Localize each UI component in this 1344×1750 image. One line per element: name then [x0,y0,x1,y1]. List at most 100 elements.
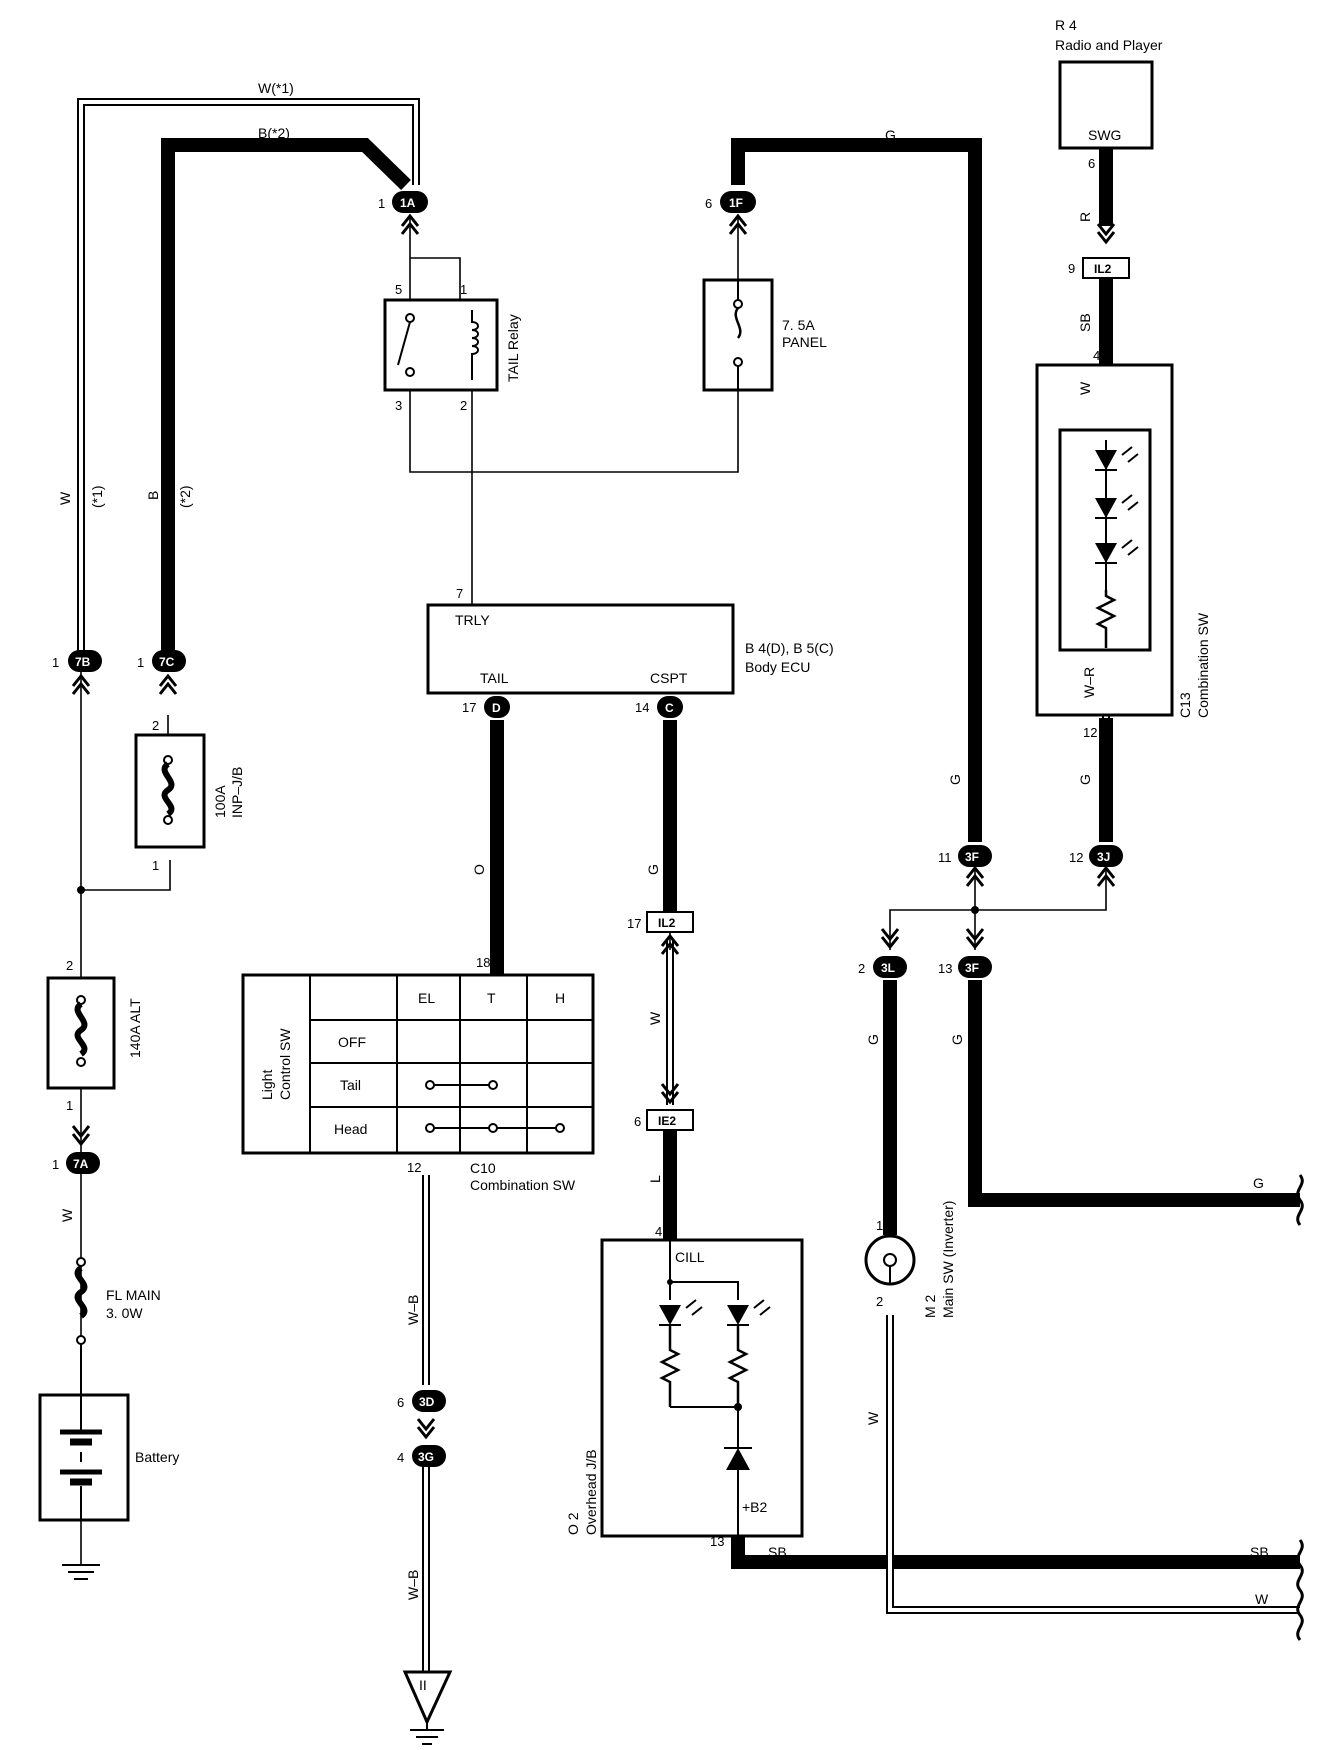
o2-cill: CILL [675,1249,705,1265]
fuse-icon [161,761,175,817]
wire-label-w-7a: W [59,1208,75,1222]
wire-label-g-csp: G [645,864,661,875]
body-ecu-cspt: CSPT [650,670,688,686]
body-ecu-trly: TRLY [455,612,490,628]
svg-text:1: 1 [52,655,59,670]
battery [38,1393,130,1522]
light-sw-label-1: Light [259,1070,275,1100]
overhead-jb: 4 CILL +B2 13 [600,1224,804,1549]
svg-text:1: 1 [152,858,159,873]
connector-7a: 7A 1 [52,1152,100,1174]
svg-text:6: 6 [397,1395,404,1410]
connector-3d: 3D 6 [397,1390,446,1412]
wire-label-wr-c13: W–R [1081,667,1097,698]
wire-label-w-il2: W [647,1011,663,1025]
svg-text:12: 12 [1083,725,1097,740]
switch-col-h: H [555,990,565,1006]
connector-1a: 1A 1 [378,191,428,236]
wire-label-w-right: W [1255,1591,1269,1607]
wire-label-sb-right: SB [1250,1544,1269,1560]
svg-text:12: 12 [1069,850,1083,865]
svg-text:3L: 3L [881,961,895,975]
wire-label-g-c13: G [1077,774,1093,785]
thin-wires [80,215,1107,1565]
wire-label-w-m2: W [865,1411,881,1425]
connector-1f: 1F 6 [705,191,756,236]
wire-label-o: O [471,864,487,875]
panel-fuse [702,278,774,392]
connector-7c: 7C 1 [137,650,186,696]
alt-fuse: 2 1 [46,958,116,1113]
svg-text:3D: 3D [419,1395,435,1409]
r4-pin-label: SWG [1088,127,1121,143]
ground-ii: II [402,1670,453,1745]
svg-text:3J: 3J [1097,850,1110,864]
wire-label-g-right: G [1253,1175,1264,1191]
led-icon [659,1299,771,1326]
light-sw-label-2: Control SW [277,1028,293,1100]
diode-icon [726,1448,750,1470]
svg-text:2: 2 [152,718,159,733]
connector-ie2: IE2 6 [634,1109,694,1131]
connector-3l: 3L 2 [858,956,907,978]
resistor-icon [1095,590,1117,648]
c10-id: C10 [470,1160,496,1176]
fl-main-fusible-link [74,1257,88,1395]
switch-col-t: T [487,990,496,1006]
connector-il2-mid: IL2 17 [627,911,694,933]
wire-label-g-3l: G [865,1034,881,1045]
wire-g-3f-low [968,980,1300,1207]
connector-3j: 3J 12 [1069,845,1123,888]
panel-fuse-rating: 7. 5A [782,317,815,333]
svg-text:IL2: IL2 [1094,262,1112,276]
wire-label-g-3f: G [947,774,963,785]
wire-label-w-c13: W [1077,381,1093,395]
connector-c: C 14 [635,696,683,718]
wire-label-g-3f-low: G [949,1034,965,1045]
switch-row-off: OFF [338,1034,366,1050]
svg-text:1: 1 [52,1157,59,1172]
c13-id: C13 [1177,692,1193,718]
svg-text:14: 14 [635,700,649,715]
svg-text:4: 4 [1093,348,1100,363]
svg-text:1A: 1A [400,196,416,210]
body-ecu-id: B 4(D), B 5(C) [745,640,834,656]
wire-label-wb-lower: W–B [405,1570,421,1600]
switch-col-el: EL [418,990,435,1006]
svg-text:C: C [665,701,674,715]
svg-text:3G: 3G [418,1450,434,1464]
svg-text:12: 12 [407,1160,421,1175]
wire-b-star2 [161,138,411,655]
body-ecu-name: Body ECU [745,659,810,675]
svg-text:4: 4 [655,1224,662,1239]
tail-relay: 5 1 3 2 [383,282,499,413]
svg-text:IE2: IE2 [658,1114,676,1128]
svg-text:1: 1 [378,196,385,211]
panel-fuse-name: PANEL [782,334,827,350]
svg-text:5: 5 [395,282,402,297]
battery-label: Battery [135,1449,179,1465]
wire-break-marks [1296,1174,1304,1641]
svg-text:13: 13 [938,961,952,976]
svg-text:6: 6 [705,196,712,211]
svg-text:9: 9 [1068,261,1075,276]
svg-text:7A: 7A [73,1157,89,1171]
switch-row-head: Head [334,1121,367,1137]
wire-label-w-left: W [57,491,73,505]
connector-3f-13: 3F 13 [938,956,992,978]
fl-main-name: FL MAIN [106,1287,161,1303]
heavy-wires [161,138,1300,1569]
r4-pin-number: 6 [1088,156,1095,171]
resistor-icon [727,1325,749,1407]
led-icon [1095,440,1139,590]
m2-id: M 2 [922,1294,938,1318]
svg-text:1: 1 [460,282,467,297]
fuse-icon [74,1001,88,1057]
svg-text:6: 6 [634,1114,641,1129]
m2-name: Main SW (Inverter) [940,1201,956,1318]
fuse-icon [74,1265,88,1319]
o2-name: Overhead J/B [583,1449,599,1535]
connector-7b: 7B 1 [52,650,102,696]
